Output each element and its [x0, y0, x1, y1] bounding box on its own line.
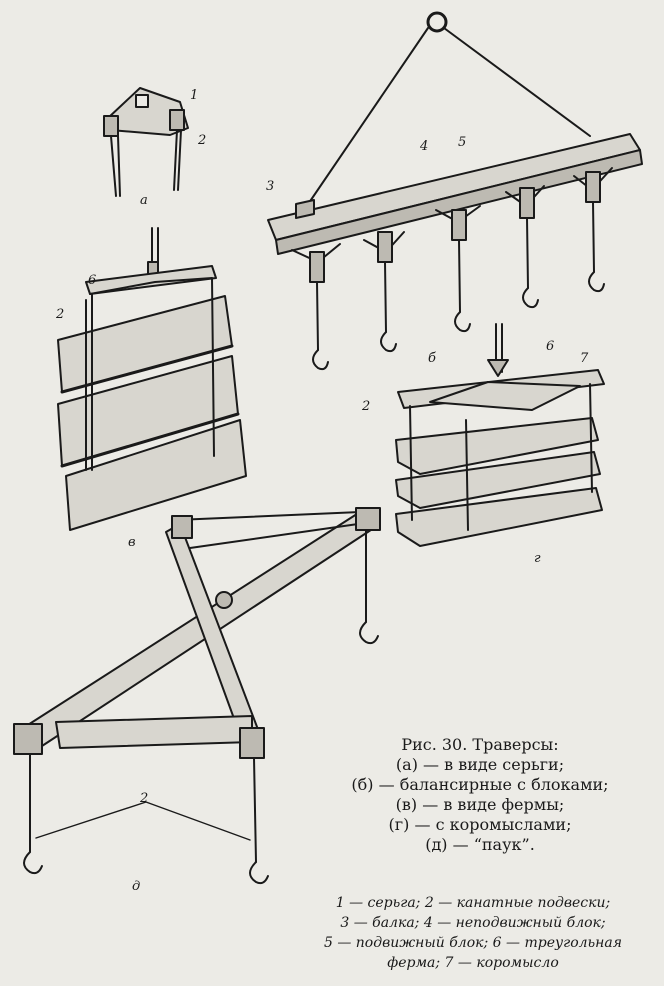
- shackle-traverse: [103, 87, 189, 197]
- caption-line-a: (а) — в виде серьги;: [395, 755, 565, 774]
- label-2-shackle: 2: [197, 133, 206, 148]
- caption-line-g: (г) — с коромыслами;: [388, 815, 572, 834]
- label-v: в: [128, 535, 136, 550]
- figure-legend: 1 — серьга; 2 — канатные подвески; 3 — б…: [286, 893, 660, 973]
- rocker-traverse: [395, 323, 605, 547]
- caption-line-v: (в) — в виде фермы;: [395, 795, 565, 814]
- caption-title: Рис. 30. Траверсы:: [401, 735, 559, 754]
- balanced-block-traverse: [267, 11, 643, 371]
- label-d: д: [132, 879, 140, 894]
- label-7: 7: [580, 351, 589, 366]
- caption-line-d: (д) — “паук”.: [425, 835, 535, 854]
- caption-line-b: (б) — балансирные с блоками;: [351, 775, 609, 794]
- label-1: 1: [190, 88, 198, 103]
- label-4: 4: [419, 139, 428, 154]
- label-6-truss: 6: [88, 273, 96, 288]
- legend-line-3: 5 — подвижный блок; 6 — треугольная: [323, 935, 623, 951]
- spider-traverse: [13, 507, 381, 885]
- label-5: 5: [458, 135, 466, 150]
- legend-line-2: 3 — балка; 4 — неподвижный блок;: [340, 915, 606, 931]
- label-a: а: [140, 193, 148, 208]
- label-3: 3: [266, 179, 274, 194]
- label-g: г: [534, 551, 541, 566]
- truss-traverse: [57, 227, 247, 531]
- part-labels: 1 2 а 6 2 в 3 4 5 б 6 7 2 г 2 д: [55, 88, 589, 894]
- label-2-rocker: 2: [361, 399, 370, 414]
- label-6-rocker: 6: [546, 339, 554, 354]
- figure-caption: Рис. 30. Траверсы: (а) — в виде серьги; …: [300, 735, 660, 855]
- label-2-truss: 2: [55, 307, 64, 322]
- legend-line-4: ферма; 7 — коромысло: [387, 955, 559, 971]
- label-b: б: [428, 351, 436, 366]
- label-2-spider: 2: [139, 791, 148, 806]
- legend-line-1: 1 — серьга; 2 — канатные подвески;: [335, 895, 611, 911]
